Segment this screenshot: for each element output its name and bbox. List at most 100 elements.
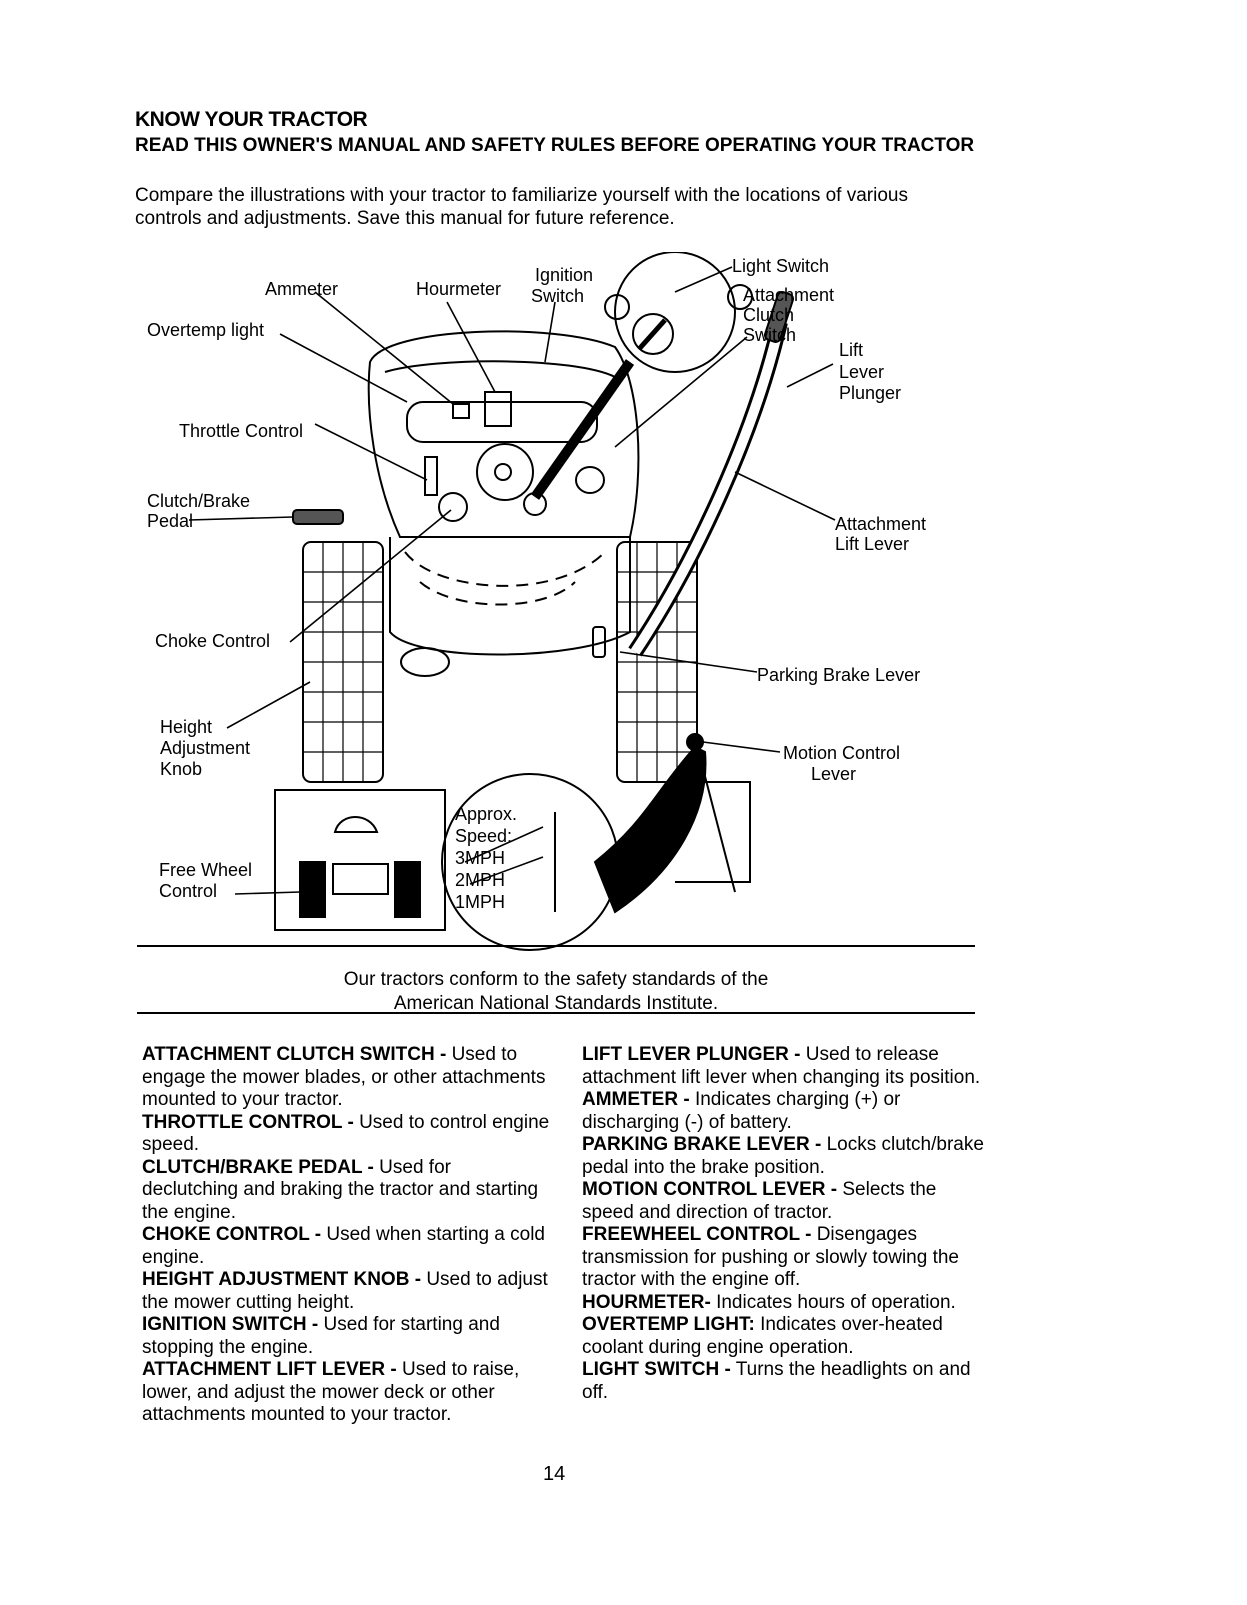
tractor-drawing — [188, 252, 836, 951]
label-free-wheel-2: Control — [159, 881, 218, 901]
term: IGNITION SWITCH - — [142, 1314, 319, 1335]
term: LIFT LEVER PLUNGER - — [582, 1044, 801, 1065]
stop-symbol — [604, 294, 630, 320]
label-lift-plunger-3: Plunger — [839, 383, 902, 403]
label-motion-control-1: Motion Control — [783, 743, 901, 763]
label-lift-plunger-2: Lever — [839, 362, 885, 382]
term: PARKING BRAKE LEVER - — [582, 1134, 822, 1155]
intro-paragraph: Compare the illustrations with your trac… — [135, 185, 908, 229]
tractor-controls-illustration: Ammeter Hourmeter Ignition Switch Light … — [135, 252, 980, 952]
definition-ammeter: AMMETER - Indicates charging (+) or disc… — [582, 1089, 992, 1134]
deck-outline-inner — [419, 581, 576, 606]
steering-column — [476, 443, 534, 501]
definition-hourmeter: HOURMETER- Indicates hours of operation. — [582, 1292, 992, 1315]
label-height-1: Height — [160, 717, 213, 737]
label-clutch-brake-1: Clutch/Brake — [147, 491, 251, 511]
definition-attachment-lift-lever: ATTACHMENT LIFT LEVER - Used to raise, l… — [142, 1359, 552, 1427]
definition-motion-control-lever: MOTION CONTROL LEVER - Selects the speed… — [582, 1179, 992, 1224]
description: Selects the speed and direction of tract… — [582, 1179, 937, 1223]
label-speed: Speed: — [455, 826, 513, 846]
motion-control-knob — [686, 733, 704, 751]
label-height-3: Knob — [160, 759, 203, 779]
height-adjustment-knob — [400, 647, 450, 677]
definition-attachment-clutch-switch: ATTACHMENT CLUTCH SWITCH - Used to engag… — [142, 1044, 552, 1112]
label-throttle-control: Throttle Control — [179, 421, 304, 441]
leader-lines — [188, 266, 836, 895]
gauge-cluster — [406, 401, 598, 443]
definition-lift-lever-plunger: LIFT LEVER PLUNGER - Used to release att… — [582, 1044, 992, 1089]
label-attachment-lift-2: Lift Lever — [835, 534, 910, 554]
definition-parking-brake-lever: PARKING BRAKE LEVER - Locks clutch/brake… — [582, 1134, 992, 1179]
switch-detail-circle — [614, 252, 736, 373]
free-wheel-tire-left — [299, 861, 326, 918]
body-front — [389, 537, 631, 656]
definition-clutch-brake-pedal: CLUTCH/BRAKE PEDAL - Used for declutchin… — [142, 1157, 552, 1225]
lift-lever-plunger — [763, 291, 795, 343]
label-lift-plunger-1: Lift — [839, 340, 864, 360]
description: Used to raise, lower, and adjust the mow… — [142, 1359, 520, 1425]
term: THROTTLE CONTROL - — [142, 1111, 354, 1133]
description: Used for declutching and braking the tra… — [142, 1156, 539, 1223]
description: Used to adjust the mower cutting height. — [142, 1269, 548, 1313]
term: ATTACHMENT LIFT LEVER - — [142, 1359, 397, 1380]
seat-outline — [333, 816, 379, 833]
free-wheel-inset — [274, 789, 446, 931]
label-1mph: 1MPH — [455, 892, 506, 912]
definition-freewheel-control: FREEWHEEL CONTROL - Disengages transmiss… — [582, 1224, 992, 1292]
definition-height-adjustment-knob: HEIGHT ADJUSTMENT KNOB - Used to adjust … — [142, 1269, 552, 1314]
choke-knob — [438, 492, 468, 522]
term: OVERTEMP LIGHT: — [582, 1314, 755, 1335]
left-tire — [302, 541, 384, 783]
page-number: 14 — [543, 1463, 566, 1485]
ignition-pointer — [530, 359, 635, 500]
term: CLUTCH/BRAKE PEDAL - — [142, 1156, 374, 1178]
dash-top-curve — [384, 360, 616, 378]
label-light-switch: Light Switch — [732, 256, 830, 276]
term: CHOKE CONTROL - — [142, 1224, 322, 1245]
conformance-statement: Our tractors conform to the safety stand… — [137, 968, 975, 1016]
parking-brake-lever-drawing — [592, 626, 606, 658]
label-parking-brake-lever: Parking Brake Lever — [757, 665, 921, 685]
fender-right — [655, 781, 751, 883]
label-attachment-clutch-3: Switch — [743, 325, 797, 345]
description: Used to engage the mower blades, or othe… — [142, 1044, 546, 1110]
label-overtemp-light: Overtemp light — [147, 320, 265, 340]
description: Used to release attachment lift lever wh… — [582, 1044, 981, 1088]
term: AMMETER - — [582, 1089, 690, 1110]
attachment-lift-lever-inner — [630, 320, 785, 655]
label-attachment-lift-1: Attachment — [835, 514, 927, 534]
label-ignition-1: Ignition — [535, 265, 594, 285]
definition-light-switch: LIGHT SWITCH - Turns the headlights on a… — [582, 1359, 992, 1404]
label-clutch-brake-2: Pedal — [147, 511, 194, 531]
clutch-brake-pedal — [292, 509, 344, 525]
clutch-symbol — [727, 284, 753, 310]
section-subtitle: READ THIS OWNER'S MANUAL AND SAFETY RULE… — [135, 135, 975, 156]
hourmeter-gauge — [484, 391, 512, 427]
key-slot — [638, 318, 667, 350]
label-2mph: 2MPH — [455, 870, 506, 890]
description: Locks clutch/brake pedal into the brake … — [582, 1134, 984, 1178]
description: Used when starting a cold engine. — [142, 1224, 545, 1268]
description: Indicates charging (+) or discharging (-… — [582, 1089, 901, 1133]
ammeter-gauge — [452, 403, 470, 419]
steering-hub — [494, 463, 512, 481]
label-ignition-2: Switch — [531, 286, 585, 306]
free-wheel-tire-right — [394, 861, 421, 918]
motion-lever-slot — [699, 756, 736, 893]
description: Indicates over-heated coolant during eng… — [582, 1314, 943, 1358]
ignition-detail — [632, 313, 674, 355]
definitions-left-column: ATTACHMENT CLUTCH SWITCH - Used to engag… — [142, 1044, 552, 1427]
definition-ignition-switch: IGNITION SWITCH - Used for starting and … — [142, 1314, 552, 1359]
light-switch-knob — [575, 466, 605, 494]
term: ATTACHMENT CLUTCH SWITCH - — [142, 1044, 447, 1065]
term: HEIGHT ADJUSTMENT KNOB - — [142, 1269, 422, 1290]
conformance-line-2: American National Standards Institute. — [393, 993, 719, 1014]
term: HOURMETER- — [582, 1291, 711, 1313]
label-choke-control: Choke Control — [155, 631, 271, 651]
label-3mph: 3MPH — [455, 848, 506, 868]
term: LIGHT SWITCH - — [582, 1359, 731, 1380]
label-attachment-clutch-1: Attachment — [743, 285, 835, 305]
label-attachment-clutch-2: Clutch — [743, 305, 795, 325]
definitions-right-column: LIFT LEVER PLUNGER - Used to release att… — [582, 1044, 992, 1404]
free-wheel-transmission — [332, 863, 389, 895]
